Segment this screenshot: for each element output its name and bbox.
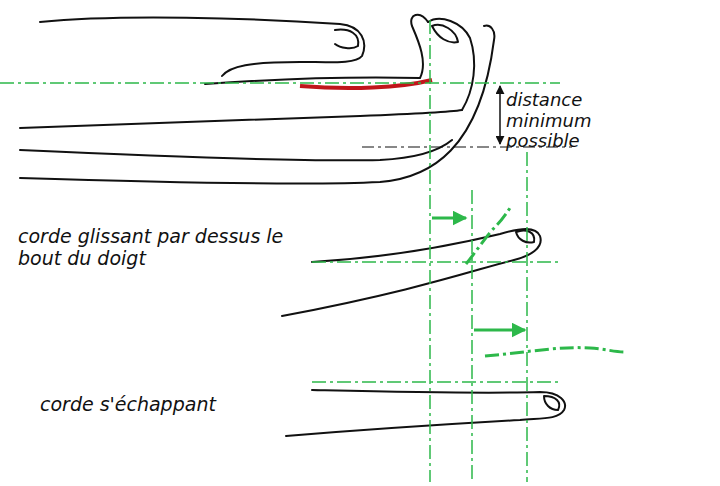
reference-line [471,190,473,482]
reference-line [312,261,560,263]
shift-arrow [474,329,525,332]
dimension-arrow [499,86,501,144]
string-sliding [466,208,510,264]
extended-finger [40,18,364,76]
reference-line [526,152,528,482]
string-escaping [485,348,625,356]
hand-outline [20,110,462,128]
fingernail [335,30,358,49]
fingernail [432,25,458,42]
annotation-label: corde s'échappant [40,394,300,416]
reference-line [312,381,560,383]
hand-outline [20,140,452,160]
shift-arrow [432,217,466,220]
finger-middle [282,229,541,316]
bent-finger-tip [428,19,474,110]
annotation-label: corde glissant par dessus le bout du doi… [18,226,310,270]
hand-outline [20,26,494,184]
finger-bottom [286,390,565,436]
fingernail [544,396,559,410]
reference-line [429,20,431,482]
fingernail [516,230,534,242]
annotation-label: distance minimum possible [506,90,656,152]
bent-finger-top [205,15,428,84]
string [300,80,432,88]
reference-line [0,82,560,84]
